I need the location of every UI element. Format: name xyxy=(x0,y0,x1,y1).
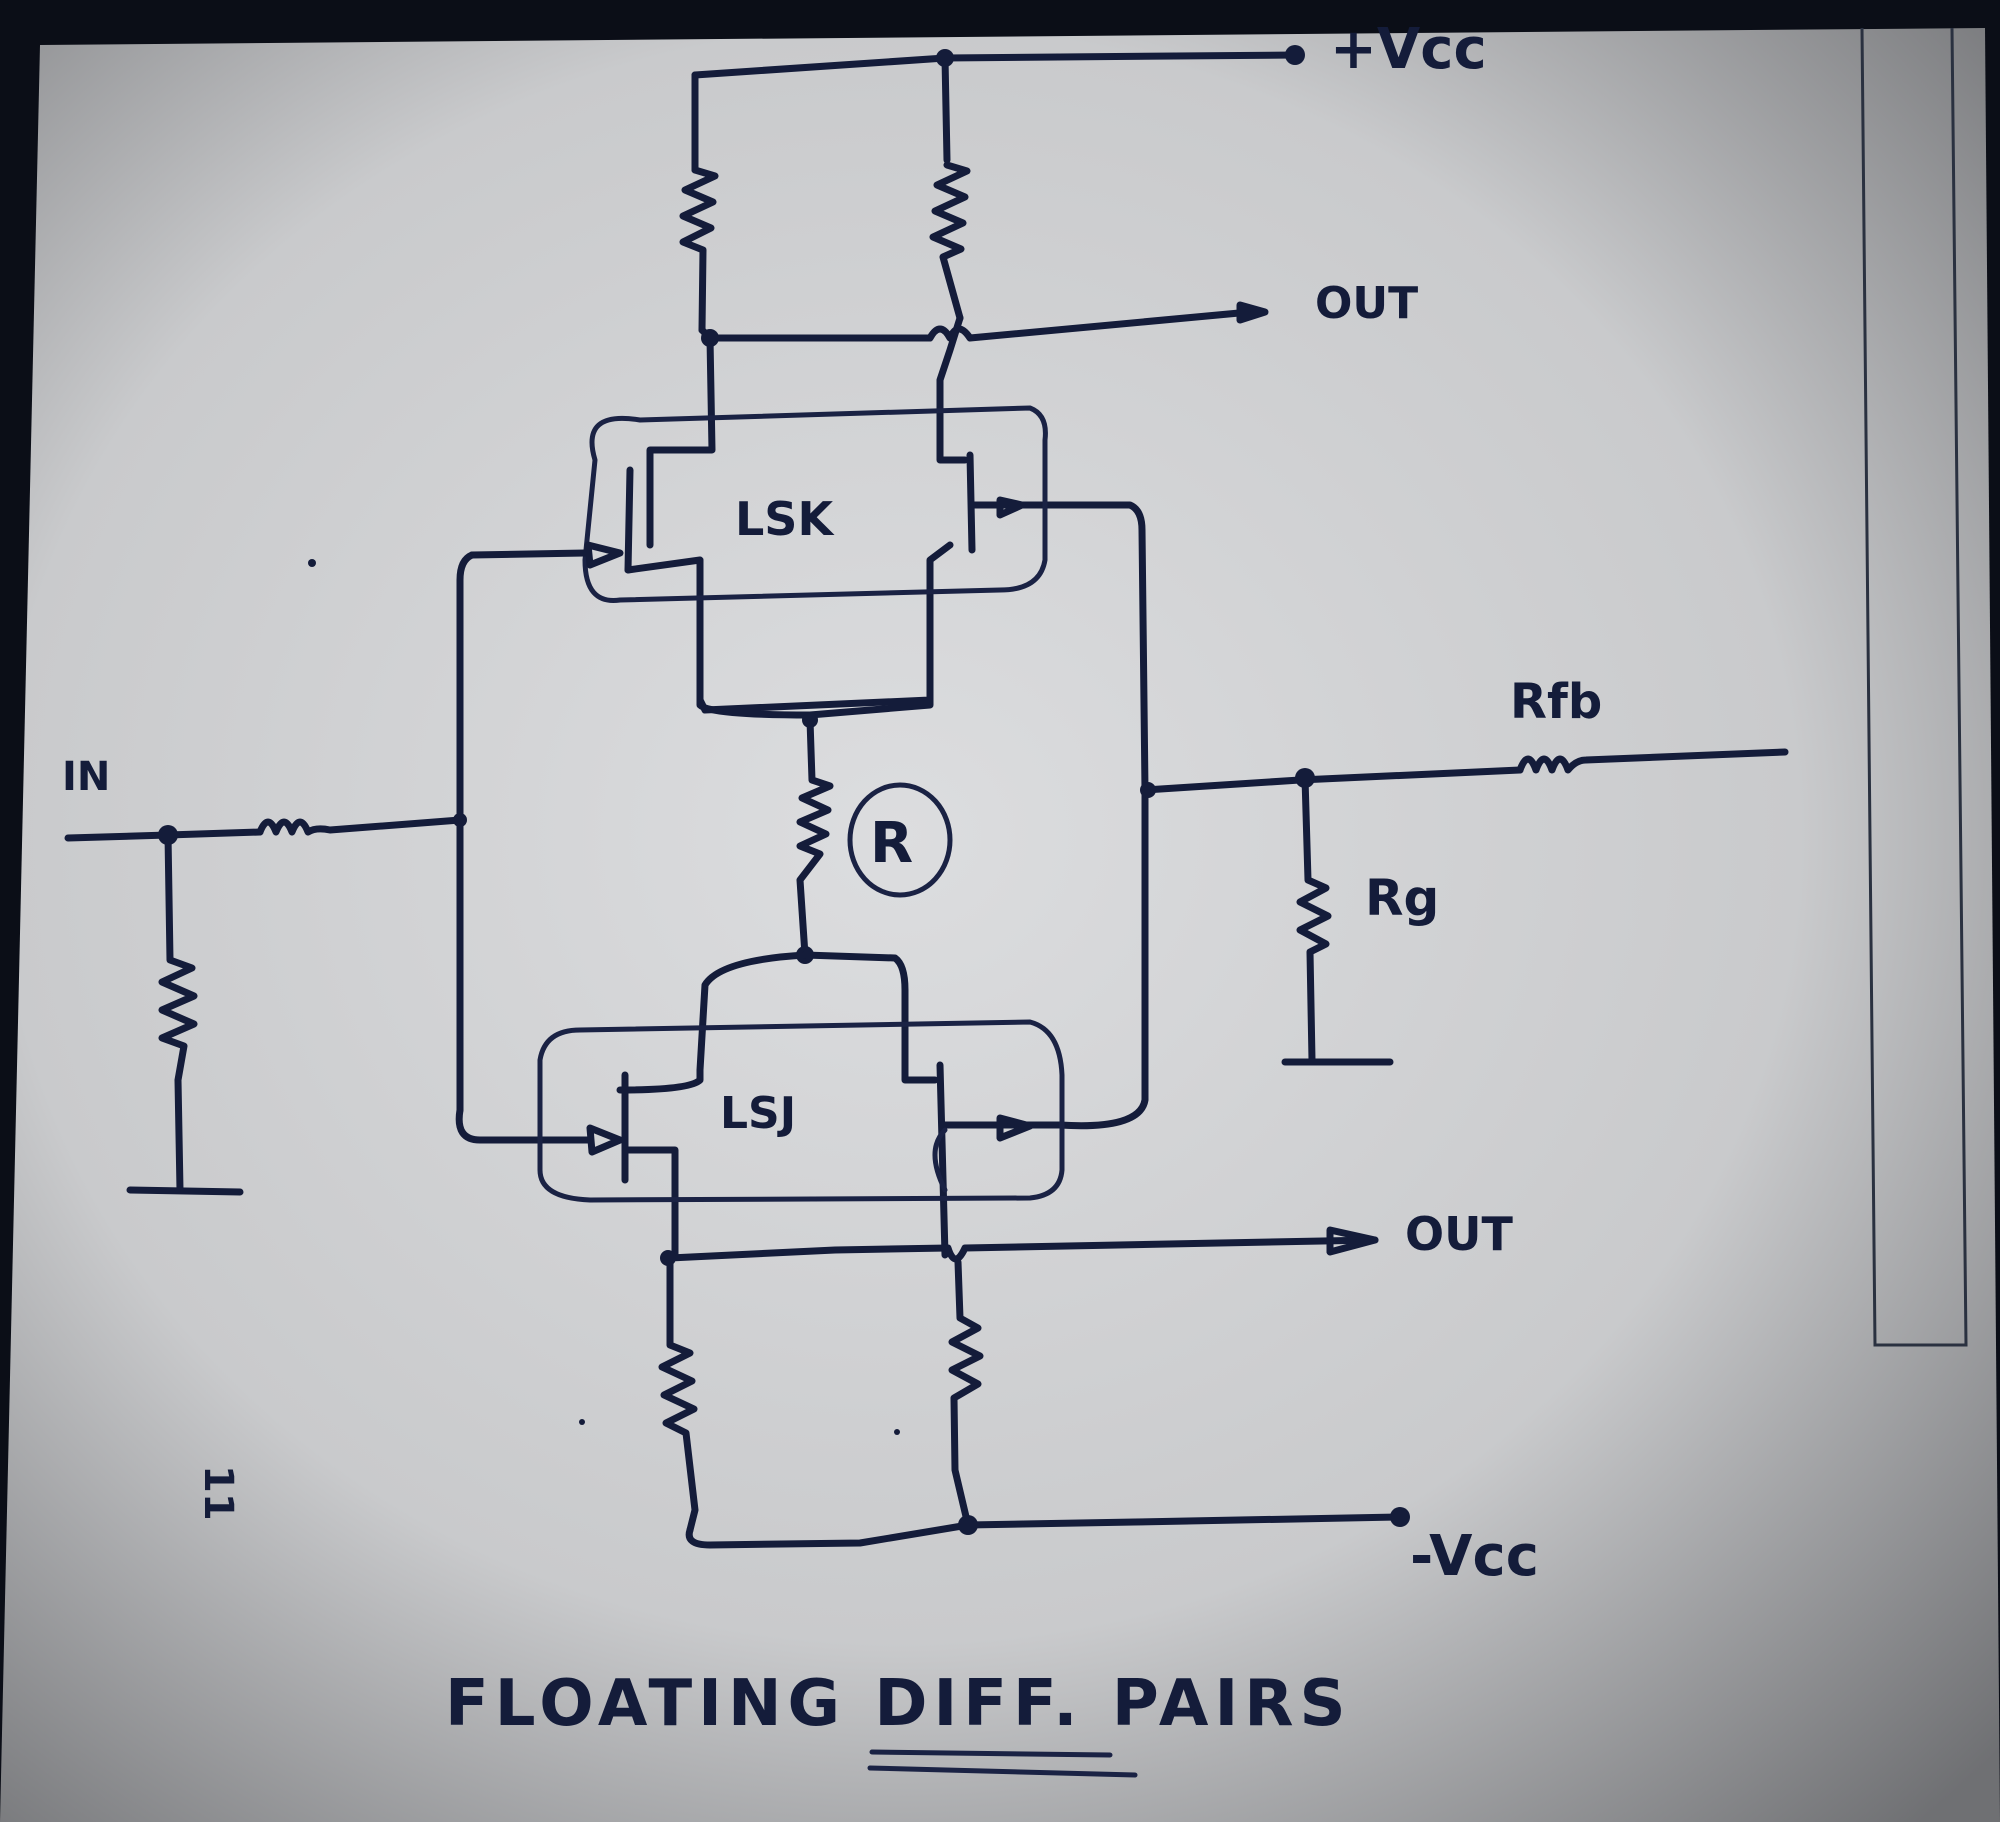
top-output-net xyxy=(646,301,1269,549)
vcc-negative-rail xyxy=(685,1507,1410,1549)
feedback-network xyxy=(1140,748,1789,1066)
resistor-top-left xyxy=(679,166,719,334)
margin-frame xyxy=(1860,27,1968,1347)
page-mark: 11 xyxy=(195,1465,241,1521)
paper xyxy=(0,28,2000,1822)
stray-mark xyxy=(894,1429,900,1435)
lsk-jfet-pair xyxy=(456,405,1149,1114)
input-network xyxy=(64,813,467,1196)
out-bottom-label: OUT xyxy=(1405,1207,1513,1261)
schematic-title: FLOATING DIFF. PAIRS xyxy=(445,1667,1352,1741)
lsj-label: LSJ xyxy=(720,1088,796,1139)
resistor-bottom-left xyxy=(658,1254,699,1534)
tail-resistor-label: R xyxy=(870,811,913,876)
out-top-label: OUT xyxy=(1315,278,1418,329)
rg-label: Rg xyxy=(1365,869,1439,927)
vcc-positive-rail xyxy=(691,45,1305,174)
rfb-label: Rfb xyxy=(1510,674,1602,730)
stray-mark xyxy=(308,559,316,567)
lsk-label: LSK xyxy=(735,492,835,546)
title-block: FLOATING DIFF. PAIRS xyxy=(445,1667,1352,1778)
stray-mark xyxy=(579,1419,585,1425)
lsj-jfet-pair: LSJ xyxy=(455,786,1149,1259)
vcc-negative-label: -Vcc xyxy=(1410,1524,1539,1589)
resistor-bottom-right xyxy=(948,1258,984,1529)
vcc-positive-label: +Vcc xyxy=(1330,17,1487,82)
input-label: IN xyxy=(62,754,110,800)
resistor-top-right xyxy=(929,161,971,322)
